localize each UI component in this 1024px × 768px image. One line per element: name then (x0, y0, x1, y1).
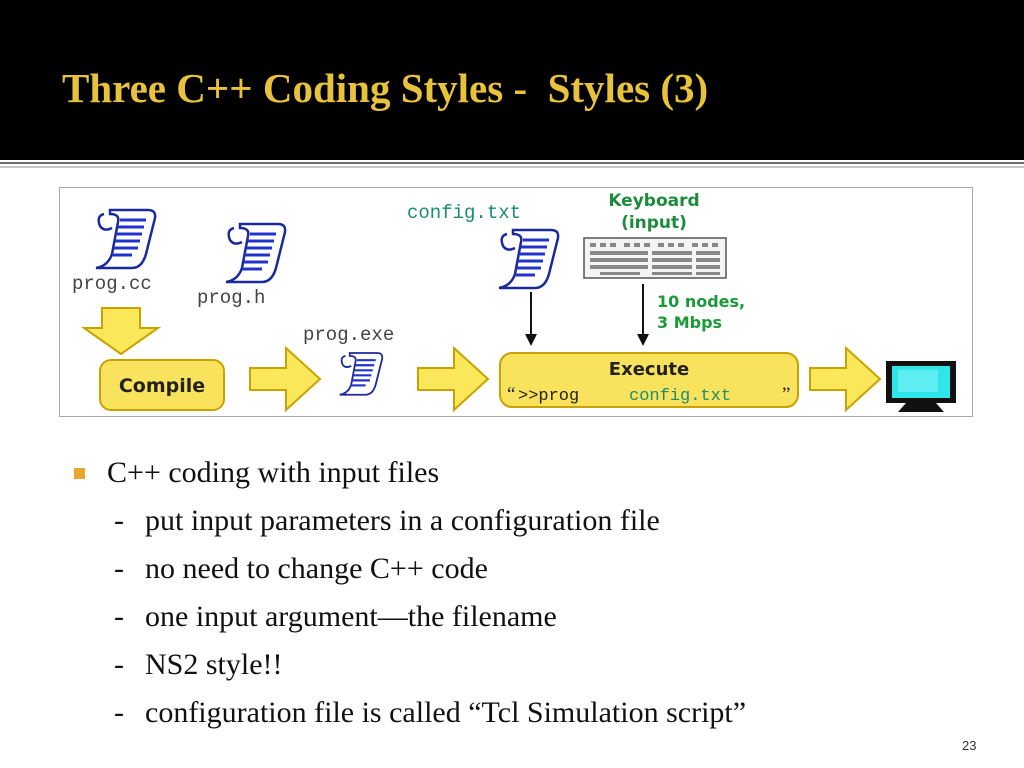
sub-bullet-dash: - (114, 696, 124, 729)
prog-exe-scroll-icon (338, 351, 384, 396)
sub-bullet-dash: - (114, 504, 124, 537)
sub-bullet-item: - one input argument—the filename (74, 600, 1004, 648)
title-bar (0, 0, 1024, 160)
keyboard-label: Keyboard (608, 191, 699, 211)
keyboard-input-label: (input) (621, 213, 687, 233)
command-open-quote: “ (507, 384, 515, 405)
bullet-list: C++ coding with input files - put input … (74, 456, 1004, 744)
right-arrow-icon (249, 345, 322, 413)
sub-bullet-item: - configuration file is called “Tcl Simu… (74, 696, 1004, 744)
sub-bullet-dash: - (114, 600, 124, 633)
right-arrow-icon (809, 345, 882, 413)
keyboard-icon (583, 237, 727, 279)
title-divider-light (0, 166, 1024, 168)
prog-h-scroll-icon (224, 222, 287, 284)
right-arrow-icon (417, 345, 490, 413)
monitor-icon (886, 361, 956, 412)
prog-h-label: prog.h (197, 287, 265, 309)
sub-bullet-text: configuration file is called “Tcl Simula… (145, 696, 747, 729)
prog-exe-label: prog.exe (303, 324, 394, 346)
slide-title: Three C++ Coding Styles - Styles (3) (62, 65, 709, 111)
compile-box (99, 359, 225, 411)
sub-bullet-dash: - (114, 648, 124, 681)
workflow-diagram-svg: prog.cc prog.h Compile prog.exe config.t… (72, 191, 956, 413)
prog-cc-scroll-icon (94, 208, 157, 270)
execute-label: Execute (609, 359, 689, 380)
params-line2: 3 Mbps (657, 313, 722, 332)
command-close-quote: ” (782, 384, 790, 405)
down-arrow-icon (80, 307, 162, 356)
page-number: 23 (962, 738, 977, 753)
sub-bullet-item: - put input parameters in a configuratio… (74, 504, 1004, 552)
compile-label: Compile (119, 375, 205, 397)
arrow-head-icon (525, 334, 537, 346)
workflow-diagram: prog.cc prog.h Compile prog.exe config.t… (59, 187, 973, 417)
params-line1: 10 nodes, (657, 292, 745, 311)
command-config: config.txt (629, 387, 731, 406)
sub-bullet-text: NS2 style!! (145, 648, 283, 681)
sub-bullet-text: one input argument—the filename (145, 600, 557, 633)
bullet-text: C++ coding with input files (107, 456, 440, 489)
sub-bullet-item: - no need to change C++ code (74, 552, 1004, 600)
sub-bullet-dash: - (114, 552, 124, 585)
sub-bullet-text: no need to change C++ code (145, 552, 488, 585)
bullet-square-icon (74, 468, 85, 479)
config-txt-scroll-icon (497, 228, 560, 290)
execute-box (499, 352, 799, 408)
bullet-item: C++ coding with input files (74, 456, 1004, 504)
title-divider (0, 162, 1024, 164)
prog-cc-label: prog.cc (72, 273, 152, 295)
command-prog: >>prog (518, 387, 579, 406)
sub-bullet-item: - NS2 style!! (74, 648, 1004, 696)
arrow-head-icon (637, 334, 649, 346)
config-txt-label: config.txt (407, 202, 521, 224)
sub-bullet-text: put input parameters in a configuration … (145, 504, 660, 537)
